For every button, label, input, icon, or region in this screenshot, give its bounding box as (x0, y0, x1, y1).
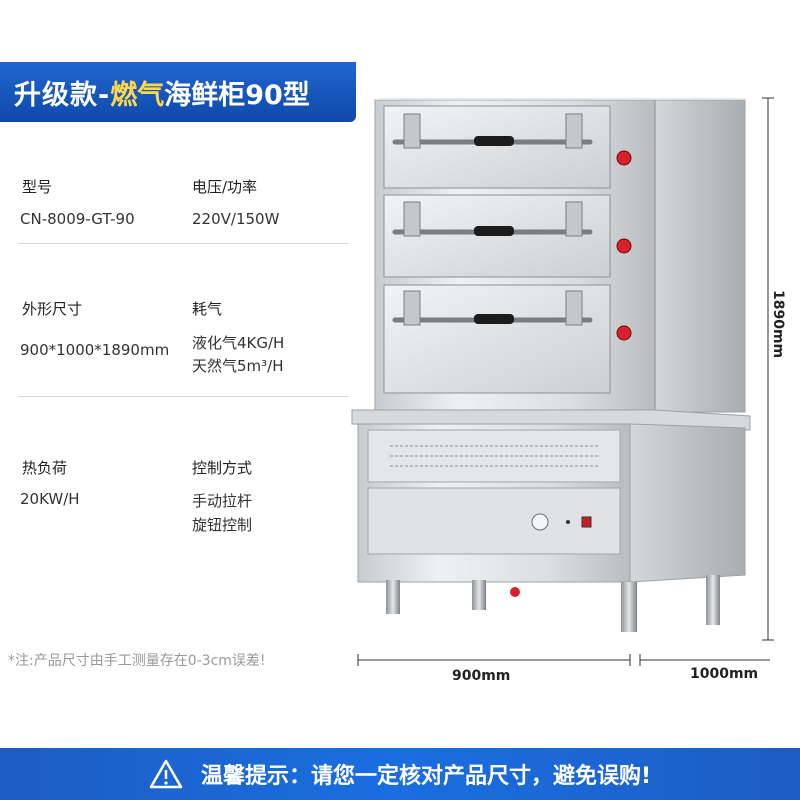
model-label: 型号 (22, 178, 53, 196)
divider (18, 396, 348, 397)
depth-dimension: 1000mm (690, 666, 759, 682)
height-dimension: 1890mm (770, 290, 786, 359)
model-value: CN-8009-GT-90 (20, 210, 135, 228)
heat-load-label: 热负荷 (22, 459, 68, 477)
dimension-lines (357, 97, 774, 666)
steam-door-3 (383, 284, 611, 394)
size-note: *注:产品尺寸由手工测量存在0-3cm误差! (8, 653, 266, 669)
gas-value-lpg: 液化气4KG/H (192, 334, 285, 352)
title-prefix: 升级款- (14, 79, 111, 111)
gas-value-natural: 天然气5m³/H (192, 357, 284, 375)
title-suffix: 海鲜柜90型 (164, 79, 310, 111)
red-knob-icon (616, 150, 632, 341)
purchase-warning-banner: 温馨提示：请您一定核对产品尺寸，避免误购! (0, 748, 800, 800)
steam-door-2 (383, 194, 611, 278)
heat-load-value: 20KW/H (20, 490, 80, 508)
power-label: 电压/功率 (192, 178, 258, 196)
size-label: 外形尺寸 (22, 300, 83, 318)
title-highlight: 燃气 (110, 79, 165, 111)
steam-door-1 (383, 105, 611, 189)
size-value: 900*1000*1890mm (20, 341, 170, 359)
warning-text: 温馨提示：请您一定核对产品尺寸，避免误购! (200, 764, 652, 789)
warning-triangle-icon (149, 759, 183, 789)
power-value: 220V/150W (192, 210, 280, 228)
gas-label: 耗气 (192, 300, 223, 318)
lower-cabinet (357, 423, 746, 583)
product-title-banner: 升级款-燃气海鲜柜90型 (0, 62, 356, 122)
control-value-knob: 旋钮控制 (192, 516, 253, 534)
control-value-lever: 手动拉杆 (192, 492, 253, 510)
control-label: 控制方式 (192, 459, 253, 477)
divider (18, 243, 348, 244)
width-dimension: 900mm (452, 668, 511, 684)
cabinet-legs (386, 575, 720, 632)
